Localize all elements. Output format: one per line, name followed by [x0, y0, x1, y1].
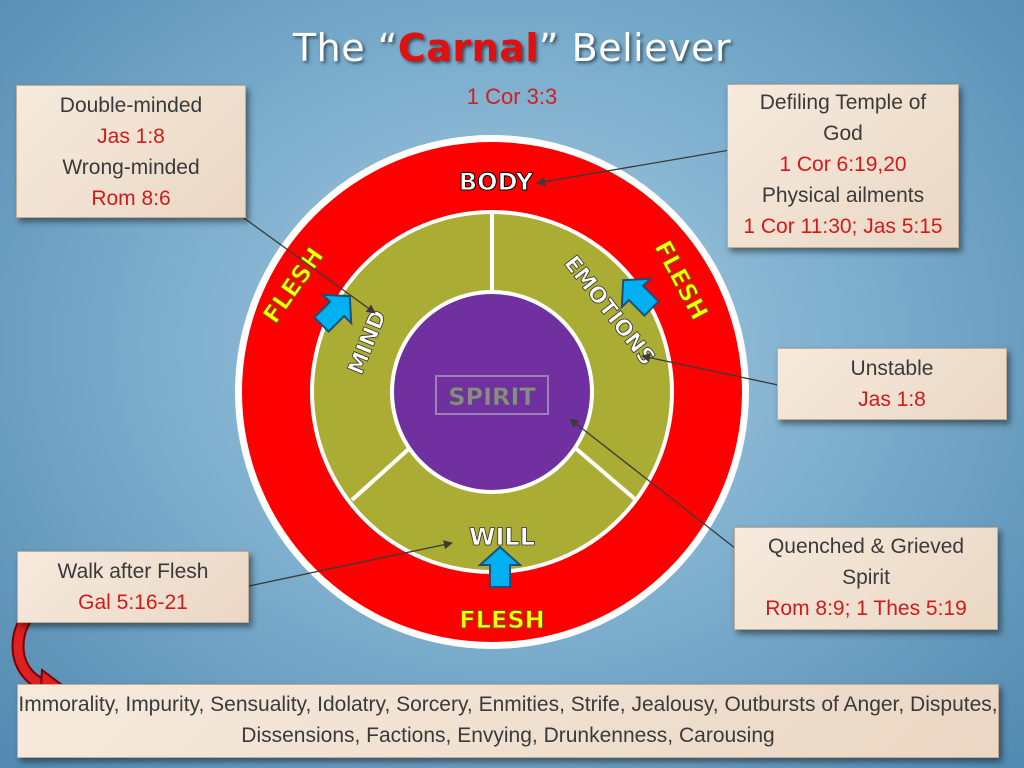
slide-subtitle: 1 Cor 3:3 — [466, 84, 558, 109]
flesh-arrow-left — [313, 293, 353, 333]
note-text: Defiling Temple of God — [759, 91, 927, 145]
note-double-minded: Double-minded Jas 1:8 Wrong-minded Rom 8… — [16, 85, 246, 218]
note-unstable: Unstable Jas 1:8 — [777, 348, 1007, 420]
note-text: Physical ailments — [761, 184, 925, 207]
spirit-label-box — [435, 375, 549, 415]
note-text: Unstable — [850, 357, 934, 380]
title-suffix: ” Believer — [538, 26, 732, 70]
title-prefix: The “ — [292, 26, 398, 70]
note-ref: 1 Cor 6:19,20 — [779, 153, 907, 176]
flesh-arrow-bottom — [477, 545, 523, 588]
connector-spirit — [569, 418, 741, 553]
connector-emotions — [641, 353, 779, 386]
note-defiling-temple: Defiling Temple of God 1 Cor 6:19,20 Phy… — [727, 84, 959, 248]
note-text: Wrong-minded — [62, 156, 200, 179]
note-text: Quenched & Grieved Spirit — [767, 535, 965, 589]
spirit-label: SPIRIT — [448, 383, 536, 411]
note-ref: Rom 8:9; 1 Thes 5:19 — [765, 597, 967, 620]
note-quenched-spirit: Quenched & Grieved Spirit Rom 8:9; 1 The… — [734, 527, 998, 630]
note-walk-after-flesh: Walk after Flesh Gal 5:16-21 — [17, 551, 249, 623]
note-text: Double-minded — [59, 94, 203, 117]
flesh-arrow-right — [620, 277, 660, 317]
connector-body — [536, 149, 731, 187]
body-label: BODY — [459, 168, 534, 196]
will-label: WILL — [469, 523, 535, 551]
title-emphasis: Carnal — [397, 26, 539, 70]
connector-will — [248, 540, 453, 587]
note-text: Walk after Flesh — [57, 560, 209, 583]
flesh-label-bottom: FLESH — [459, 606, 544, 634]
connector-mind — [236, 212, 376, 314]
note-ref: Jas 1:8 — [97, 125, 165, 148]
divider-mind-will — [350, 444, 414, 502]
note-ref: 1 Cor 11:30; Jas 5:15 — [743, 215, 943, 238]
note-works-of-flesh: Immorality, Impurity, Sensuality, Idolat… — [17, 684, 999, 758]
slide-title: The “Carnal” Believer — [0, 26, 1024, 70]
note-ref: Rom 8:6 — [91, 187, 171, 210]
divider-emotions-will — [571, 444, 638, 502]
note-ref: Jas 1:8 — [858, 388, 926, 411]
note-ref: Gal 5:16-21 — [78, 591, 188, 614]
